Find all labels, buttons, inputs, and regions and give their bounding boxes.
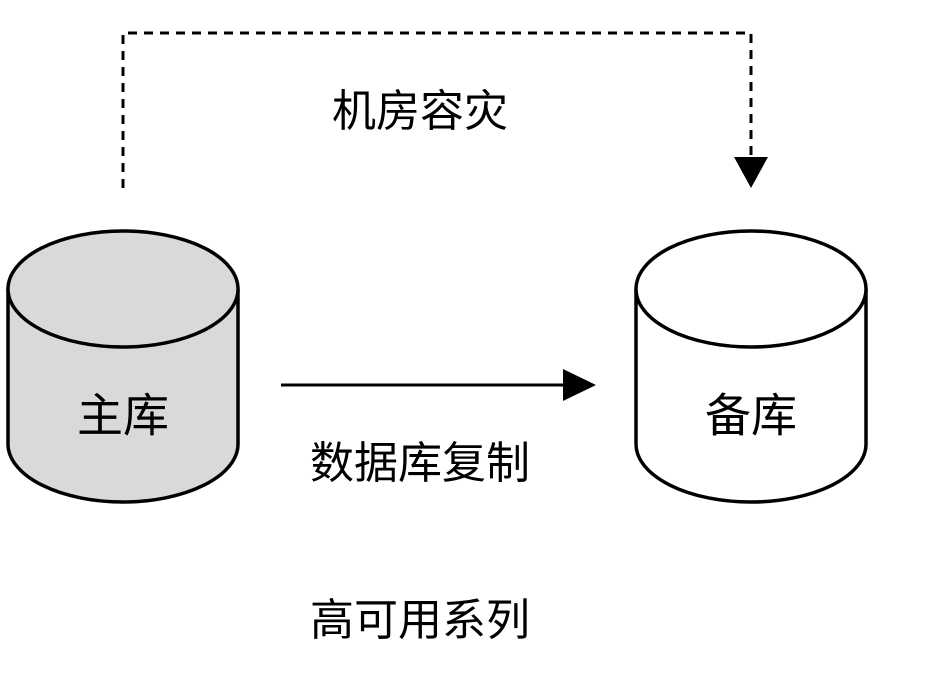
primary-db-body [6, 289, 240, 504]
series-label: 高可用系列 [310, 595, 530, 646]
standby-db-body [634, 289, 868, 504]
primary-db-cylinder [6, 229, 240, 504]
replication-arrowhead [563, 369, 596, 401]
disaster-recovery-label: 机房容灾 [332, 86, 508, 137]
standby-db-top [634, 229, 868, 349]
replication-connector [281, 369, 596, 401]
disaster-recovery-dashed-path [121, 31, 753, 188]
disaster-recovery-arrowhead [734, 157, 768, 188]
primary-db-label: 主库 [77, 389, 169, 443]
replication-label: 数据库复制 [310, 438, 530, 489]
standby-db-label: 备库 [705, 389, 797, 443]
disaster-recovery-connector [121, 31, 768, 188]
standby-db-cylinder [634, 229, 868, 504]
primary-db-top [6, 229, 240, 349]
